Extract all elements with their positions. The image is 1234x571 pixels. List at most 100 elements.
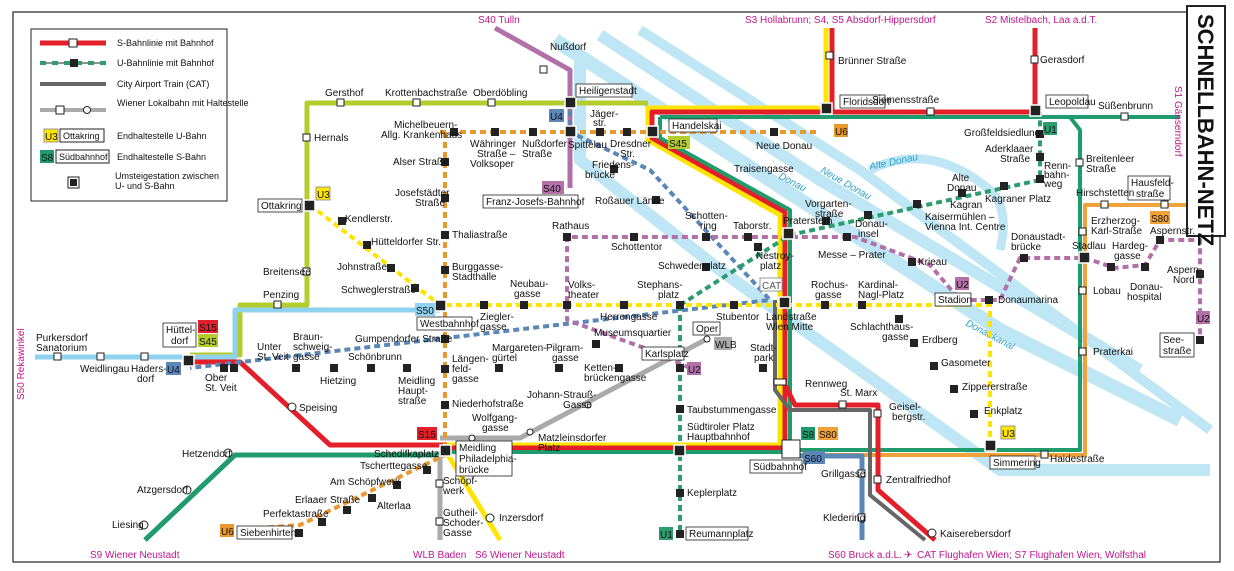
interchange-westbahnhof[interactable] [434,299,447,312]
station-laengenfeld[interactable] [441,365,449,373]
station-johnstrasse[interactable] [387,264,395,272]
station-karlsplatz[interactable] [676,364,684,372]
station-liesing[interactable] [139,520,149,530]
station-reumannplatz[interactable] [676,530,684,538]
station-hausfeld[interactable] [1160,200,1169,209]
station-braunschweig[interactable] [292,364,300,372]
interchange-ottakring[interactable] [303,199,316,212]
station-krieau[interactable] [908,258,916,266]
station-donaustadtbruecke[interactable] [1020,254,1028,262]
station-aspern-nord[interactable] [1196,270,1204,278]
interchange-meidling[interactable] [439,444,452,457]
station-stephansplatz[interactable] [676,301,684,309]
station-perfekta[interactable] [318,518,326,526]
station-wolfgang[interactable] [468,434,476,442]
station-hernals[interactable] [302,133,311,142]
station-stubentor[interactable] [730,301,738,309]
station-gutheil[interactable] [435,517,444,526]
station-speising[interactable] [287,402,297,412]
station-tschertte[interactable] [423,466,431,474]
station-schwegler[interactable] [411,284,419,292]
station-purkersdorf[interactable] [53,352,62,361]
station-altedonau[interactable] [958,189,966,197]
station-gerasdorf[interactable] [1030,55,1039,64]
station-breitensee[interactable] [302,267,311,276]
station-donaumarina[interactable] [985,296,993,304]
station-enkplatz[interactable] [970,410,978,418]
station-burggasse[interactable] [441,266,449,274]
station-kaiserebersdorf[interactable] [927,528,937,538]
station-keplerplatz[interactable] [676,489,684,497]
station-gasometer[interactable] [930,362,938,370]
station-herrengasse[interactable] [620,301,628,309]
station-geiselberg[interactable] [873,409,882,418]
station-taubstummen[interactable] [676,405,684,413]
station-josefstaedter[interactable] [441,194,449,202]
station-siebenhirten[interactable] [295,529,303,537]
station-siemens[interactable] [926,107,935,116]
station-kledering[interactable] [857,513,866,522]
station-schottenring[interactable] [702,233,710,241]
station-friedensbruecke[interactable] [610,165,618,173]
station-kagran[interactable] [1000,182,1008,190]
station-schwedenplatz[interactable] [702,263,710,271]
station-stadtpark[interactable] [759,364,767,372]
station-haidestrasse[interactable] [1040,450,1049,459]
interchange-spittelau[interactable] [564,125,577,138]
station-kaisermuehlen[interactable] [913,200,921,208]
station-erzherzog[interactable] [1078,227,1087,236]
station-huetteldorferstr[interactable] [363,241,371,249]
station-gersthof[interactable] [336,98,345,107]
station-michelbeuern[interactable] [450,128,458,136]
station-rennbahnweg[interactable] [1036,153,1044,161]
station-schottentor[interactable] [630,233,638,241]
station-hadersdorf[interactable] [140,352,149,361]
station-rathaus[interactable] [563,233,571,241]
interchange-simmering[interactable] [984,439,997,452]
station-suedbahnhof[interactable] [781,439,801,459]
station-hirschstetten[interactable] [1100,200,1109,209]
station-oberstveit[interactable] [220,364,228,372]
station-amschoepf[interactable] [393,481,401,489]
station-stmarx[interactable] [838,400,847,409]
station-breitenleer[interactable] [1075,158,1084,167]
station-oper-wlb[interactable] [703,335,711,343]
station-neubau[interactable] [520,301,528,309]
interchange-heiligenstadt[interactable] [564,96,577,109]
station-erdberg[interactable] [910,339,918,347]
station-zipperer[interactable] [950,385,958,393]
interchange-hauptbahnhof[interactable] [673,444,686,457]
station-rossauer[interactable] [652,196,660,204]
interchange-floridsdorf[interactable] [820,102,833,115]
station-seestrasse[interactable] [1196,336,1204,344]
station-unterstveit[interactable] [230,364,238,372]
station-ziegler[interactable] [480,301,488,309]
station-suessenbrunn[interactable] [1120,112,1129,121]
station-taborstr[interactable] [744,233,752,241]
station-grossfeld[interactable] [1036,130,1044,138]
station-nussdorf[interactable] [539,65,548,74]
station-waehringer[interactable] [491,128,499,136]
station-kettenbruecken[interactable] [615,364,623,372]
station-schoenbrunn[interactable] [367,364,375,372]
station-volkstheater[interactable] [563,301,571,309]
station-rennweg[interactable] [773,378,787,386]
interchange-praterstern[interactable] [782,227,795,240]
station-inzersdorf[interactable] [485,513,495,523]
station-schlachthaus[interactable] [895,315,903,323]
station-schoepfwerk[interactable] [435,479,444,488]
station-niederhof[interactable] [441,401,449,409]
station-erlaaer[interactable] [343,506,351,514]
station-oberdoebling[interactable] [487,98,496,107]
station-neue-donau[interactable] [770,128,778,136]
station-kagranerplatz[interactable] [1036,175,1044,183]
station-meidlinghaupt[interactable] [403,364,411,372]
station-kardinal[interactable] [858,301,866,309]
station-hietzing[interactable] [330,364,338,372]
interchange-wien-mitte[interactable] [778,296,791,309]
station-hetzendorf[interactable] [223,448,233,458]
station-hardeggasse[interactable] [1107,263,1115,271]
station-pilgram[interactable] [555,364,563,372]
station-rochusgasse[interactable] [821,301,829,309]
station-alterlaa[interactable] [368,494,376,502]
